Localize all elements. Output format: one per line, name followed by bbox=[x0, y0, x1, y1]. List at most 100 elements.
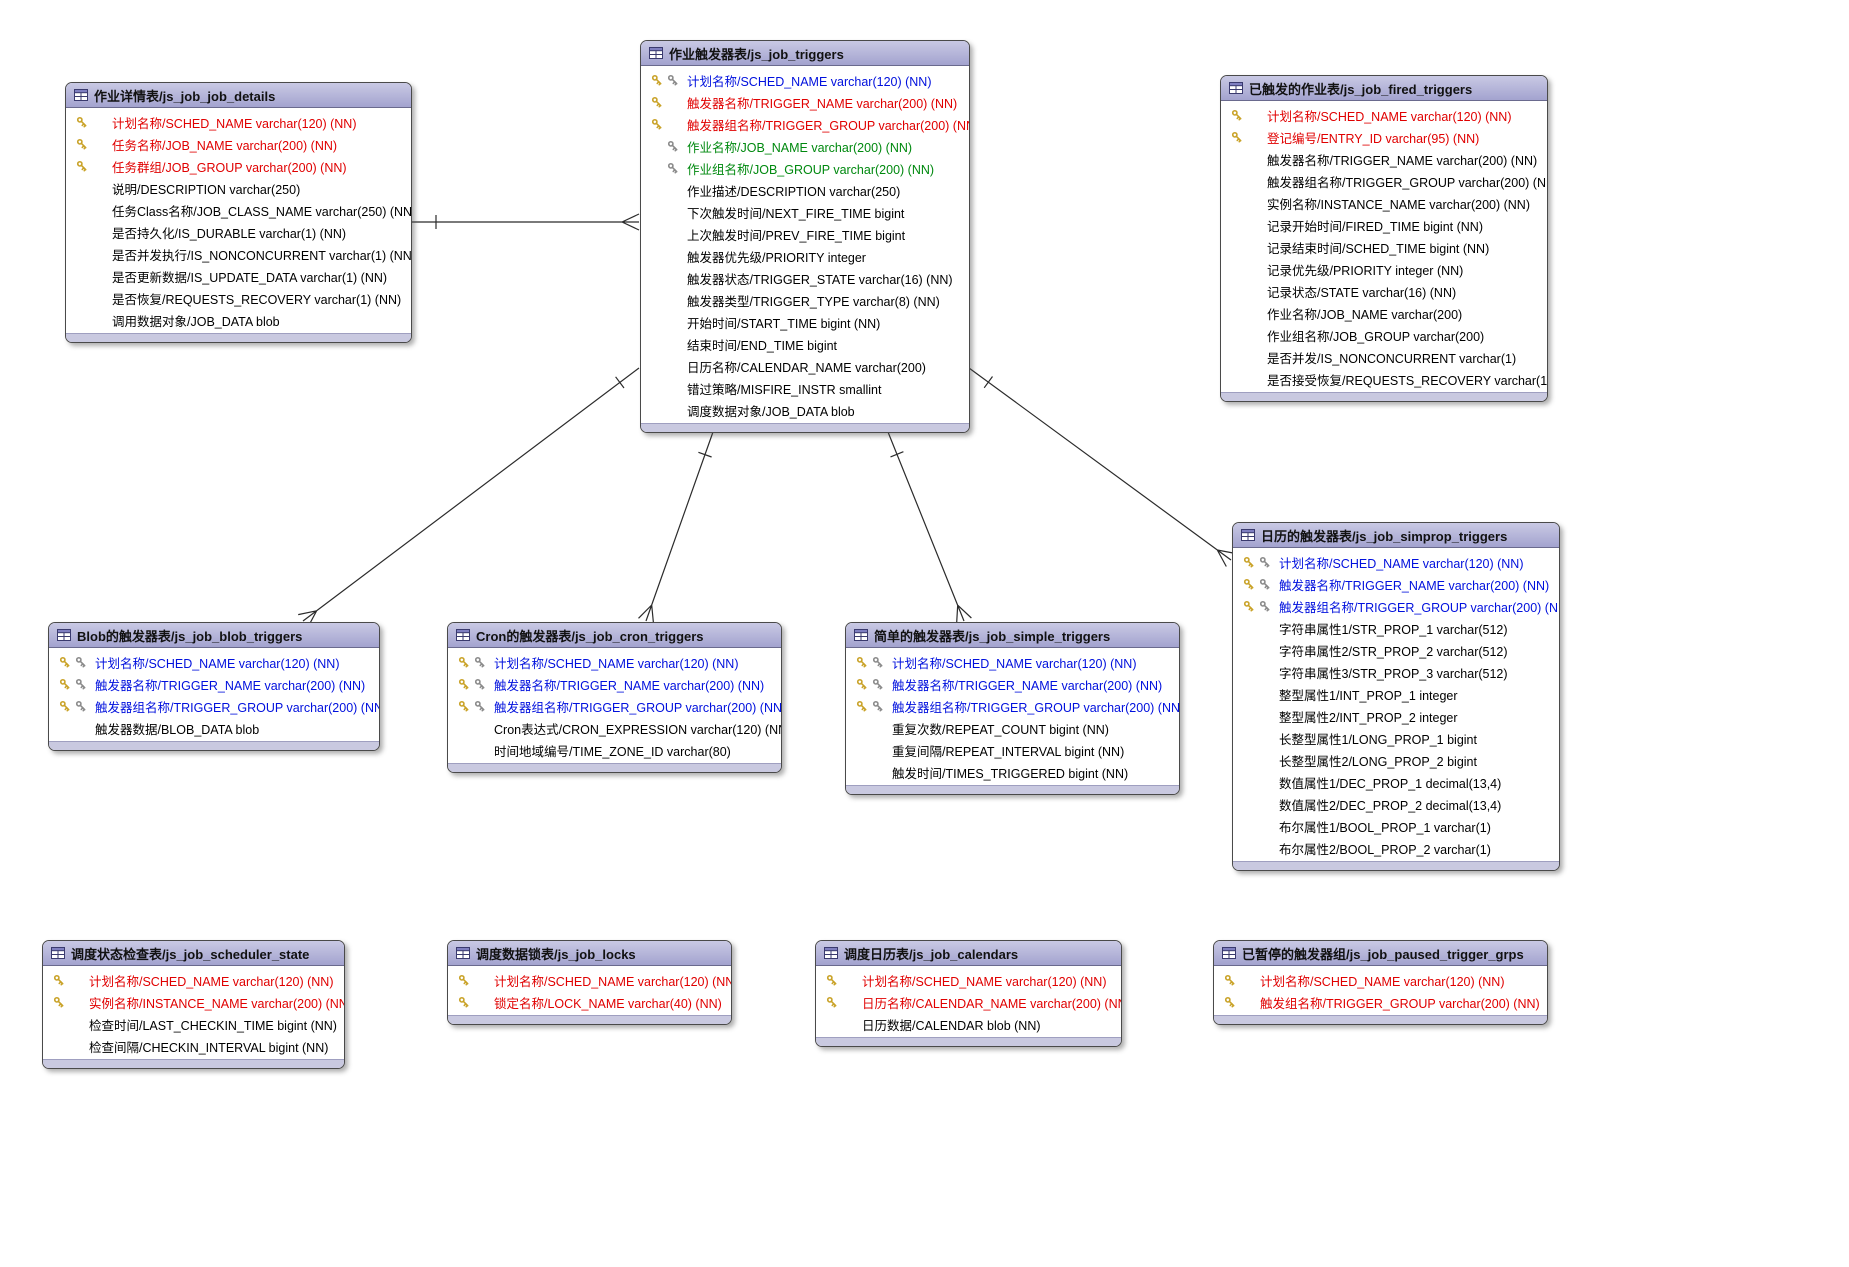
relationship-js_job_triggers-to-js_job_simple_triggers bbox=[887, 431, 972, 625]
icon-spacer bbox=[1257, 709, 1273, 724]
column-label: 计划名称/SCHED_NAME varchar(120) (NN) bbox=[862, 974, 1107, 989]
icon-spacer bbox=[472, 995, 488, 1010]
foreign-key-icon bbox=[1257, 555, 1273, 570]
entity-title: 作业详情表/js_job_job_details bbox=[94, 88, 276, 104]
icon-spacer bbox=[51, 1039, 67, 1054]
icon-spacer bbox=[472, 973, 488, 988]
column-label: 任务群组/JOB_GROUP varchar(200) (NN) bbox=[112, 160, 347, 175]
icon-spacer bbox=[90, 269, 106, 284]
column-row: 触发器数据/BLOB_DATA blob bbox=[49, 717, 379, 739]
column-row: 日历数据/CALENDAR blob (NN) bbox=[816, 1013, 1121, 1035]
icon-spacer bbox=[854, 765, 870, 780]
foreign-key-icon bbox=[1257, 599, 1273, 614]
entity-title: 调度日历表/js_job_calendars bbox=[844, 946, 1019, 962]
entity-header[interactable]: 已触发的作业表/js_job_fired_triggers bbox=[1221, 76, 1547, 101]
icon-spacer bbox=[90, 115, 106, 130]
column-label: 触发器数据/BLOB_DATA blob bbox=[95, 722, 260, 737]
column-row: 锁定名称/LOCK_NAME varchar(40) (NN) bbox=[448, 991, 731, 1013]
column-row: 是否恢复/REQUESTS_RECOVERY varchar(1) (NN) bbox=[66, 287, 411, 309]
column-row: 计划名称/SCHED_NAME varchar(120) (NN) bbox=[846, 651, 1179, 673]
entity-header[interactable]: Blob的触发器表/js_job_blob_triggers bbox=[49, 623, 379, 648]
entity-columns: 计划名称/SCHED_NAME varchar(120) (NN)触发器名称/T… bbox=[49, 648, 379, 741]
entity-js_job_fired_triggers[interactable]: 已触发的作业表/js_job_fired_triggers 计划名称/SCHED_… bbox=[1220, 75, 1548, 402]
icon-spacer bbox=[649, 403, 665, 418]
entity-js_job_paused_trigger_grps[interactable]: 已暂停的触发器组/js_job_paused_trigger_grps 计划名称/… bbox=[1213, 940, 1548, 1025]
table-icon bbox=[1222, 947, 1236, 959]
column-label: 触发器组名称/TRIGGER_GROUP varchar(200) (NN) bbox=[1267, 175, 1547, 190]
column-row: 检查时间/LAST_CHECKIN_TIME bigint (NN) bbox=[43, 1013, 344, 1035]
entity-title: Cron的触发器表/js_job_cron_triggers bbox=[476, 628, 704, 644]
icon-spacer bbox=[649, 183, 665, 198]
primary-key-icon bbox=[854, 655, 870, 670]
entity-header[interactable]: 调度数据锁表/js_job_locks bbox=[448, 941, 731, 966]
entity-footer bbox=[49, 741, 379, 750]
column-label: 触发器名称/TRIGGER_NAME varchar(200) (NN) bbox=[95, 678, 366, 693]
relationship-js_job_job_details-to-js_job_triggers bbox=[412, 213, 640, 231]
column-label: 触发器组名称/TRIGGER_GROUP varchar(200) (NN) bbox=[494, 700, 781, 715]
icon-spacer bbox=[665, 95, 681, 110]
icon-spacer bbox=[1241, 709, 1257, 724]
column-label: 是否持久化/IS_DURABLE varchar(1) (NN) bbox=[112, 226, 347, 241]
icon-spacer bbox=[854, 721, 870, 736]
icon-spacer bbox=[1257, 665, 1273, 680]
icon-spacer bbox=[840, 973, 856, 988]
column-row: 实例名称/INSTANCE_NAME varchar(200) (NN) bbox=[1221, 192, 1547, 214]
column-label: 作业组名称/JOB_GROUP varchar(200) bbox=[1267, 329, 1485, 344]
entity-footer bbox=[1221, 392, 1547, 401]
entity-header[interactable]: 日历的触发器表/js_job_simprop_triggers bbox=[1233, 523, 1559, 548]
entity-header[interactable]: 简单的触发器表/js_job_simple_triggers bbox=[846, 623, 1179, 648]
icon-spacer bbox=[665, 403, 681, 418]
column-row: 计划名称/SCHED_NAME varchar(120) (NN) bbox=[1214, 969, 1547, 991]
column-row: 任务群组/JOB_GROUP varchar(200) (NN) bbox=[66, 155, 411, 177]
column-row: 长整型属性1/LONG_PROP_1 bigint bbox=[1233, 727, 1559, 749]
icon-spacer bbox=[472, 743, 488, 758]
column-row: 作业组名称/JOB_GROUP varchar(200) bbox=[1221, 324, 1547, 346]
column-row: 触发器类型/TRIGGER_TYPE varchar(8) (NN) bbox=[641, 289, 969, 311]
foreign-key-icon bbox=[73, 655, 89, 670]
column-row: 布尔属性2/BOOL_PROP_2 varchar(1) bbox=[1233, 837, 1559, 859]
column-row: 重复间隔/REPEAT_INTERVAL bigint (NN) bbox=[846, 739, 1179, 761]
entity-footer bbox=[1233, 861, 1559, 870]
icon-spacer bbox=[90, 291, 106, 306]
primary-key-icon bbox=[1241, 555, 1257, 570]
entity-js_job_calendars[interactable]: 调度日历表/js_job_calendars 计划名称/SCHED_NAME va… bbox=[815, 940, 1122, 1047]
column-label: 触发器名称/TRIGGER_NAME varchar(200) (NN) bbox=[1267, 153, 1538, 168]
column-row: 是否更新数据/IS_UPDATE_DATA varchar(1) (NN) bbox=[66, 265, 411, 287]
primary-key-icon bbox=[51, 995, 67, 1010]
column-label: 开始时间/START_TIME bigint (NN) bbox=[687, 316, 881, 331]
icon-spacer bbox=[1241, 775, 1257, 790]
entity-header[interactable]: 已暂停的触发器组/js_job_paused_trigger_grps bbox=[1214, 941, 1547, 966]
entity-js_job_simple_triggers[interactable]: 简单的触发器表/js_job_simple_triggers 计划名称/SCHED… bbox=[845, 622, 1180, 795]
icon-spacer bbox=[649, 381, 665, 396]
entity-title: 日历的触发器表/js_job_simprop_triggers bbox=[1261, 528, 1508, 544]
primary-key-icon bbox=[456, 655, 472, 670]
primary-key-icon bbox=[456, 995, 472, 1010]
relationship-js_job_triggers-to-js_job_blob_triggers bbox=[298, 367, 640, 628]
column-label: 计划名称/SCHED_NAME varchar(120) (NN) bbox=[892, 656, 1137, 671]
table-icon bbox=[51, 947, 65, 959]
icon-spacer bbox=[67, 1039, 83, 1054]
entity-header[interactable]: Cron的触发器表/js_job_cron_triggers bbox=[448, 623, 781, 648]
column-row: 开始时间/START_TIME bigint (NN) bbox=[641, 311, 969, 333]
column-row: 计划名称/SCHED_NAME varchar(120) (NN) bbox=[1221, 104, 1547, 126]
icon-spacer bbox=[1241, 819, 1257, 834]
icon-spacer bbox=[649, 205, 665, 220]
entity-header[interactable]: 作业详情表/js_job_job_details bbox=[66, 83, 411, 108]
entity-header[interactable]: 调度日历表/js_job_calendars bbox=[816, 941, 1121, 966]
entity-header[interactable]: 调度状态检查表/js_job_scheduler_state bbox=[43, 941, 344, 966]
column-row: 触发器优先级/PRIORITY integer bbox=[641, 245, 969, 267]
entity-header[interactable]: 作业触发器表/js_job_triggers bbox=[641, 41, 969, 66]
column-label: 上次触发时间/PREV_FIRE_TIME bigint bbox=[687, 228, 906, 243]
column-label: 字符串属性1/STR_PROP_1 varchar(512) bbox=[1279, 622, 1508, 637]
column-row: 记录结束时间/SCHED_TIME bigint (NN) bbox=[1221, 236, 1547, 258]
column-label: 触发器名称/TRIGGER_NAME varchar(200) (NN) bbox=[1279, 578, 1550, 593]
icon-spacer bbox=[649, 315, 665, 330]
column-label: 作业组名称/JOB_GROUP varchar(200) (NN) bbox=[687, 162, 935, 177]
